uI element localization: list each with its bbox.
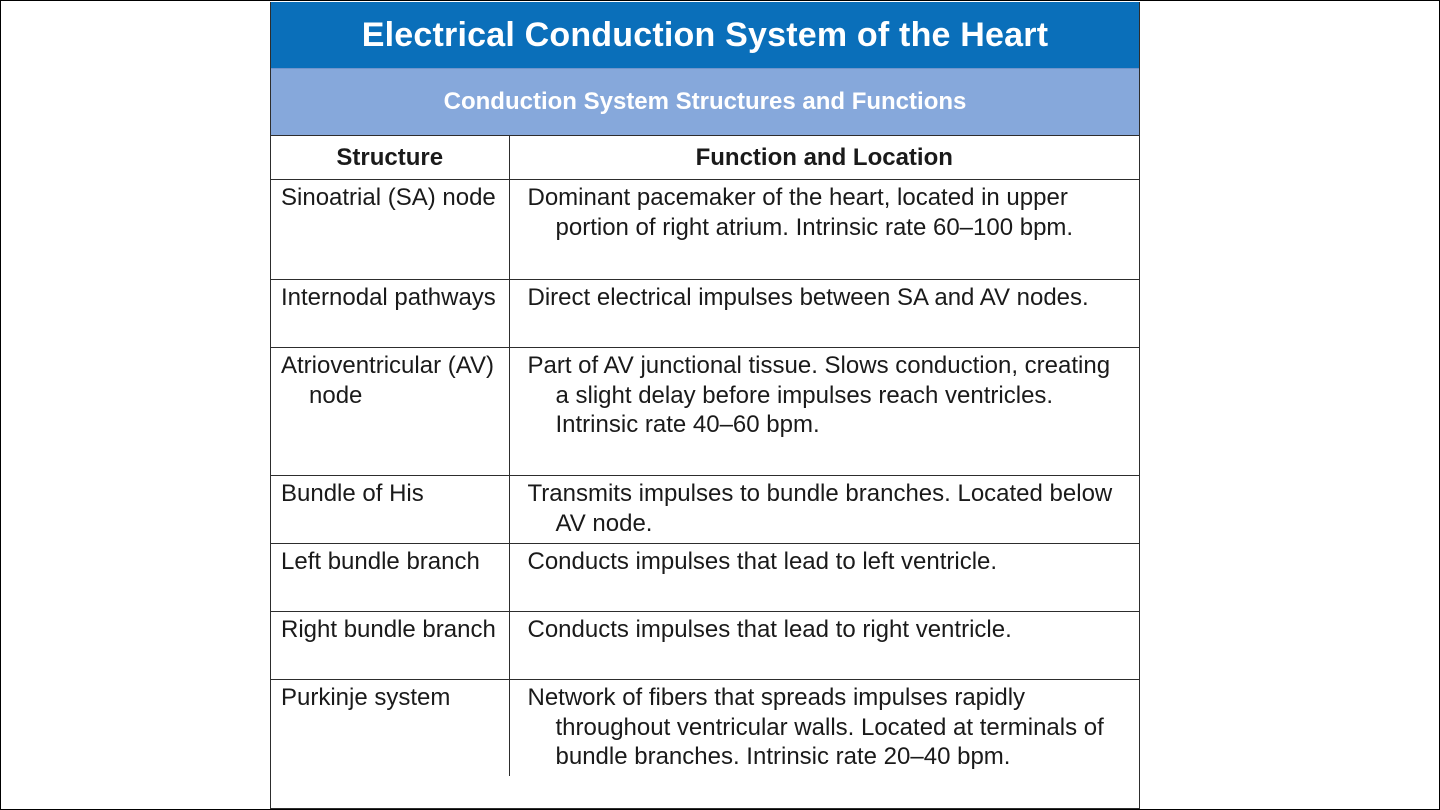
structure-cell: Right bundle branch — [271, 611, 509, 680]
table-row: Sinoatrial (SA) node Dominant pacemaker … — [271, 179, 1139, 280]
structure-cell: Sinoatrial (SA) node — [271, 179, 509, 280]
table-header-row: Structure Function and Location — [271, 136, 1139, 180]
conduction-table-card: Electrical Conduction System of the Hear… — [270, 2, 1140, 809]
function-cell: Network of fibers that spreads impulses … — [508, 679, 1139, 776]
column-header-function: Function and Location — [508, 136, 1139, 180]
column-header-structure: Structure — [271, 136, 509, 180]
function-cell: Conducts impulses that lead to left vent… — [508, 543, 1139, 612]
structure-cell: Purkinje system — [281, 684, 451, 711]
conduction-table: Structure Function and Location Sinoatri… — [271, 136, 1139, 776]
structure-cell: Bundle of His — [271, 475, 509, 544]
structure-cell: Atrioventricular (AV) node — [271, 347, 509, 476]
table-subtitle: Conduction System Structures and Functio… — [271, 68, 1139, 136]
table-row: Left bundle branch Conducts impulses tha… — [271, 543, 1139, 612]
table-row: Bundle of His Transmits impulses to bund… — [271, 475, 1139, 544]
table-title: Electrical Conduction System of the Hear… — [271, 2, 1139, 68]
function-cell: Conducts impulses that lead to right ven… — [508, 611, 1139, 680]
structure-cell: Internodal pathways — [271, 279, 509, 348]
table-row: Purkinje system Network of fibers that s… — [271, 679, 1139, 776]
table-row: Internodal pathways Direct electrical im… — [271, 279, 1139, 348]
table-row: Atrioventricular (AV) node Part of AV ju… — [271, 347, 1139, 476]
function-cell: Transmits impulses to bundle branches. L… — [508, 475, 1139, 544]
function-cell: Part of AV junctional tissue. Slows cond… — [508, 347, 1139, 476]
table-row: Right bundle branch Conducts impulses th… — [271, 611, 1139, 680]
function-cell: Direct electrical impulses between SA an… — [508, 279, 1139, 348]
structure-cell: Left bundle branch — [271, 543, 509, 612]
function-cell: Dominant pacemaker of the heart, located… — [508, 179, 1139, 280]
